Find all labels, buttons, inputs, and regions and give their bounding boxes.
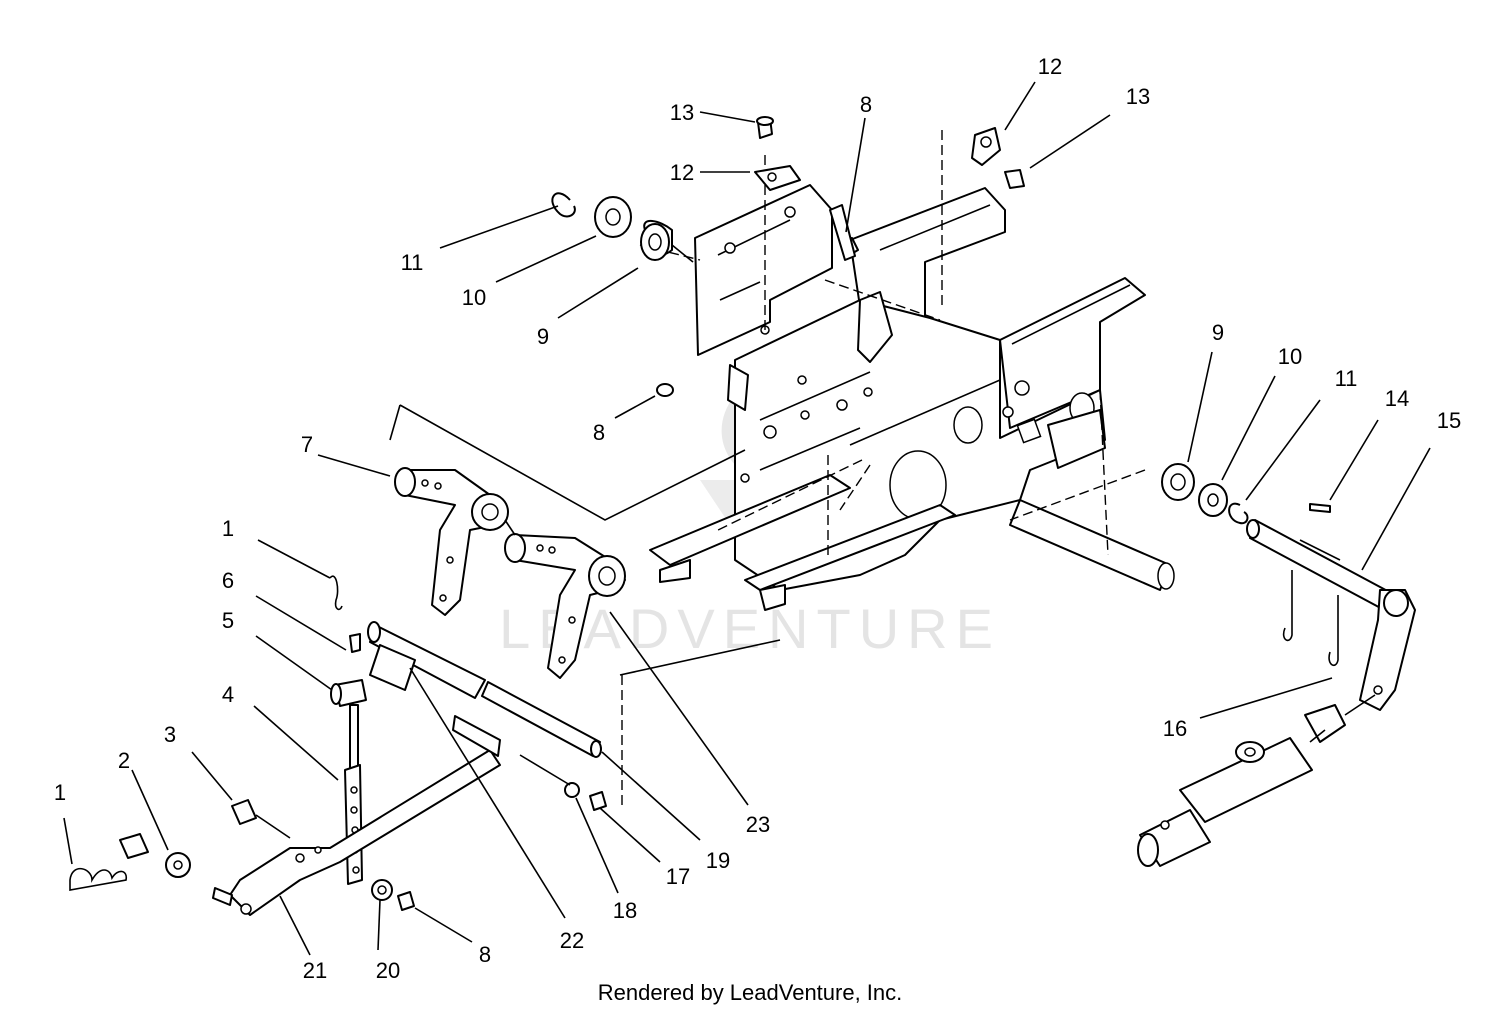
chain-rod-4 [349,704,359,771]
callout-1: 1 [54,780,66,805]
washer-18 [564,782,580,798]
frame-assembly [389,130,1175,810]
callout-3: 3 [164,722,176,747]
callout-21: 21 [303,958,327,983]
callout-6: 6 [222,568,234,593]
hook-16b [1328,595,1339,667]
hair-pin-1-lower [69,867,128,891]
callout-13: 13 [670,100,694,125]
callout-2: 2 [118,748,130,773]
hook-16a [1282,570,1293,642]
callout-12: 12 [1038,54,1062,79]
callout-20: 20 [376,958,400,983]
axle-shaft [1009,499,1171,591]
callout-5: 5 [222,608,234,633]
callout-16: 16 [1163,716,1187,741]
callout-9: 9 [1212,320,1224,345]
lift-arm-7 [404,469,506,616]
callout-11: 11 [401,250,424,275]
callout-9: 9 [537,324,549,349]
leader-lines [63,81,1431,956]
top-hardware [551,116,1025,397]
clevis [1304,704,1346,743]
callout-1: 1 [222,516,234,541]
bolt-3 [231,799,257,825]
nut-17 [589,791,607,811]
clamp-12-top [754,165,801,191]
pin-2 [119,833,149,859]
callout-4: 4 [222,682,234,707]
callout-10: 10 [462,285,486,310]
callout-8: 8 [479,942,491,967]
callout-15: 15 [1437,408,1461,433]
callout-19: 19 [706,848,730,873]
callout-14: 14 [1385,386,1409,411]
lever-21 [229,749,501,916]
shaft-arm-15 [1359,589,1416,711]
callout-22: 22 [560,928,584,953]
callout-7: 7 [301,432,313,457]
hair-pin-1-upper [329,575,343,611]
callout-17: 17 [666,864,690,889]
bolt-13-right [1004,169,1025,189]
nut-8-middle [656,383,674,397]
callout-23: 23 [746,812,770,837]
frame-lower-rail-left [649,474,851,566]
lower-linkage [69,575,607,916]
callout-13: 13 [1126,84,1150,109]
e-clip-11-left [551,192,576,218]
upper-bracket-plate [694,184,833,356]
callout-8: 8 [860,92,872,117]
bolt-6 [349,633,361,653]
shaft-15 [1249,519,1396,613]
nut-8-lower [397,891,415,911]
footer-credit: Rendered by LeadVenture, Inc. [597,980,903,1005]
callout-18: 18 [613,898,637,923]
e-clip-11-right [1228,502,1249,525]
callout-10: 10 [1278,344,1302,369]
right-assembly [1137,463,1416,867]
callout-labels: 13 12 8 12 13 11 10 9 8 7 1 6 5 4 3 2 1 … [54,54,1461,983]
frame-lower-rail-right [744,504,956,591]
key-14 [1309,503,1331,513]
lift-arms [394,467,626,679]
callout-12: 12 [670,160,694,185]
callout-11: 11 [1335,366,1358,391]
callout-8: 8 [593,420,605,445]
